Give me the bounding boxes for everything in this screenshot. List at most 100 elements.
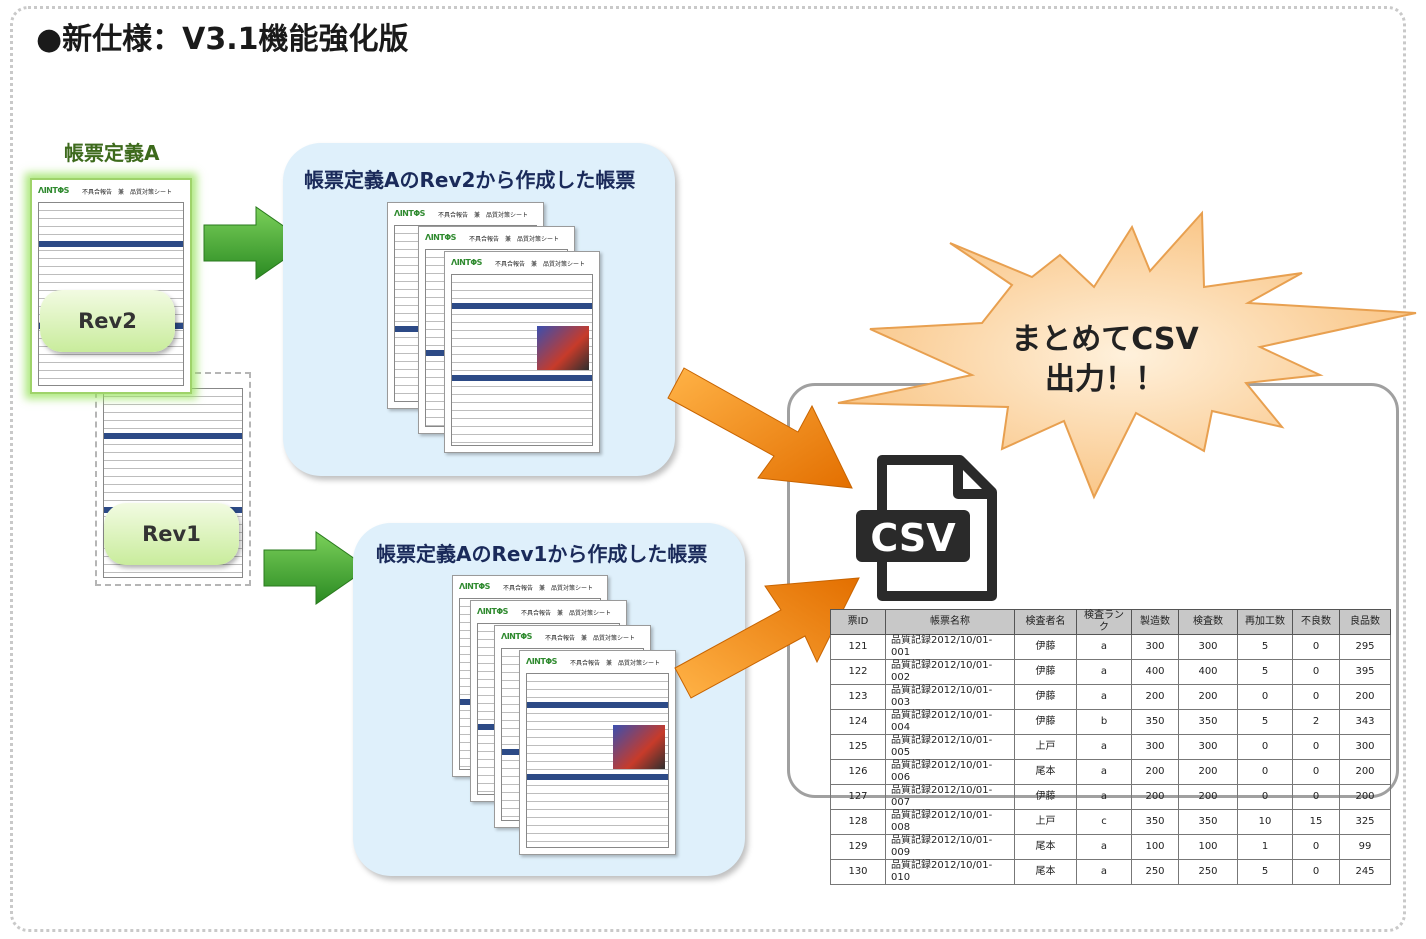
table-cell: 尾本 — [1014, 834, 1077, 860]
sheet-title: 不具合報告 兼 品質対策シート — [545, 635, 636, 642]
photo-thumbnail — [613, 725, 665, 769]
table-cell: 0 — [1292, 759, 1340, 785]
table-cell: 伊藤 — [1014, 684, 1077, 710]
logo: ΛINTΦS — [451, 258, 482, 267]
sheet-title: 不具合報告 兼 品質対策シート — [469, 236, 560, 243]
rev2-badge[interactable]: Rev2 — [40, 290, 175, 352]
rev1-badge[interactable]: Rev1 — [104, 503, 239, 565]
burst-callout — [837, 210, 1417, 500]
table-cell: 400 — [1178, 659, 1238, 685]
table-cell: 200 — [1178, 684, 1238, 710]
table-cell: 129 — [830, 834, 886, 860]
table-cell: 122 — [830, 659, 886, 685]
definition-sheet-rev2[interactable]: ΛINTΦS 不具合報告 兼 品質対策シート — [30, 178, 192, 394]
table-cell: a — [1076, 634, 1132, 660]
table-cell: 300 — [1131, 634, 1179, 660]
table-cell: 300 — [1131, 734, 1179, 760]
col-header: 不良数 — [1292, 609, 1340, 635]
table-cell: 200 — [1178, 784, 1238, 810]
table-cell: 1 — [1237, 834, 1293, 860]
outer-frame — [10, 6, 1406, 932]
table-cell: c — [1076, 809, 1132, 835]
table-cell: 品質記録2012/10/01-006 — [885, 759, 1015, 785]
logo: ΛINTΦS — [394, 209, 425, 218]
table-cell: 121 — [830, 634, 886, 660]
table-cell: 100 — [1131, 834, 1179, 860]
table-cell: 上戸 — [1014, 809, 1077, 835]
table-cell: 2 — [1292, 709, 1340, 735]
table-cell: 100 — [1178, 834, 1238, 860]
table-cell: 0 — [1237, 734, 1293, 760]
sheet-band — [527, 702, 668, 708]
table-cell: 5 — [1237, 709, 1293, 735]
csv-icon-text: CSV — [870, 516, 956, 560]
panel-rev2-title: 帳票定義AのRev2から作成した帳票 — [304, 168, 636, 192]
sheet-band — [104, 433, 242, 439]
table-cell: 上戸 — [1014, 734, 1077, 760]
logo: ΛINTΦS — [526, 657, 557, 666]
green-arrow-icon — [263, 531, 369, 605]
table-cell: b — [1076, 709, 1132, 735]
col-header: 再加工数 — [1237, 609, 1293, 635]
table-cell: 尾本 — [1014, 759, 1077, 785]
table-cell: 325 — [1339, 809, 1391, 835]
burst-text-line1: まとめてCSV — [1011, 322, 1199, 357]
table-cell: 200 — [1339, 684, 1391, 710]
table-cell: a — [1076, 834, 1132, 860]
table-cell: 0 — [1292, 734, 1340, 760]
table-cell: 伊藤 — [1014, 784, 1077, 810]
table-cell: a — [1076, 784, 1132, 810]
col-header: 良品数 — [1339, 609, 1391, 635]
table-cell: 伊藤 — [1014, 634, 1077, 660]
table-cell: 123 — [830, 684, 886, 710]
table-cell: 200 — [1339, 784, 1391, 810]
table-cell: 250 — [1131, 859, 1179, 885]
table-cell: 品質記録2012/10/01-008 — [885, 809, 1015, 835]
sheet-title: 不具合報告 兼 品質対策シート — [438, 212, 529, 219]
sheet-band — [527, 774, 668, 780]
table-cell: 0 — [1292, 634, 1340, 660]
table-cell: 0 — [1237, 759, 1293, 785]
col-header: 票ID — [830, 609, 886, 635]
logo: ΛINTΦS — [38, 186, 69, 195]
table-cell: 200 — [1178, 759, 1238, 785]
table-cell: 尾本 — [1014, 859, 1077, 885]
table-cell: 0 — [1292, 784, 1340, 810]
table-cell: 品質記録2012/10/01-007 — [885, 784, 1015, 810]
orange-arrow-icon — [667, 367, 853, 489]
table-cell: a — [1076, 684, 1132, 710]
table-cell: 200 — [1131, 784, 1179, 810]
table-cell: a — [1076, 859, 1132, 885]
table-cell: 0 — [1292, 684, 1340, 710]
col-header: 製造数 — [1131, 609, 1179, 635]
panel-rev1-title: 帳票定義AのRev1から作成した帳票 — [376, 542, 708, 566]
table-cell: 品質記録2012/10/01-004 — [885, 709, 1015, 735]
page-title: ●新仕様：V3.1機能強化版 — [36, 22, 409, 57]
sheet-band — [452, 375, 592, 381]
table-cell: 5 — [1237, 659, 1293, 685]
sheet-title: 不具合報告 兼 品質対策シート — [495, 261, 586, 268]
table-cell: 200 — [1131, 684, 1179, 710]
table-cell: a — [1076, 734, 1132, 760]
table-cell: 0 — [1237, 684, 1293, 710]
table-cell: 350 — [1178, 809, 1238, 835]
table-cell: 350 — [1131, 809, 1179, 835]
table-cell: 99 — [1339, 834, 1391, 860]
csv-header-row: 票ID 帳票名称 検査者名 検査ランク 製造数 検査数 再加工数 不良数 良品数 — [830, 609, 1391, 635]
table-cell: 130 — [830, 859, 886, 885]
burst-text: まとめてCSV 出力！！ — [985, 320, 1225, 400]
csv-data-table: 票ID 帳票名称 検査者名 検査ランク 製造数 検査数 再加工数 不良数 良品数… — [830, 609, 1391, 885]
table-cell: 10 — [1237, 809, 1293, 835]
table-cell: 5 — [1237, 634, 1293, 660]
table-cell: 128 — [830, 809, 886, 835]
table-cell: 伊藤 — [1014, 659, 1077, 685]
